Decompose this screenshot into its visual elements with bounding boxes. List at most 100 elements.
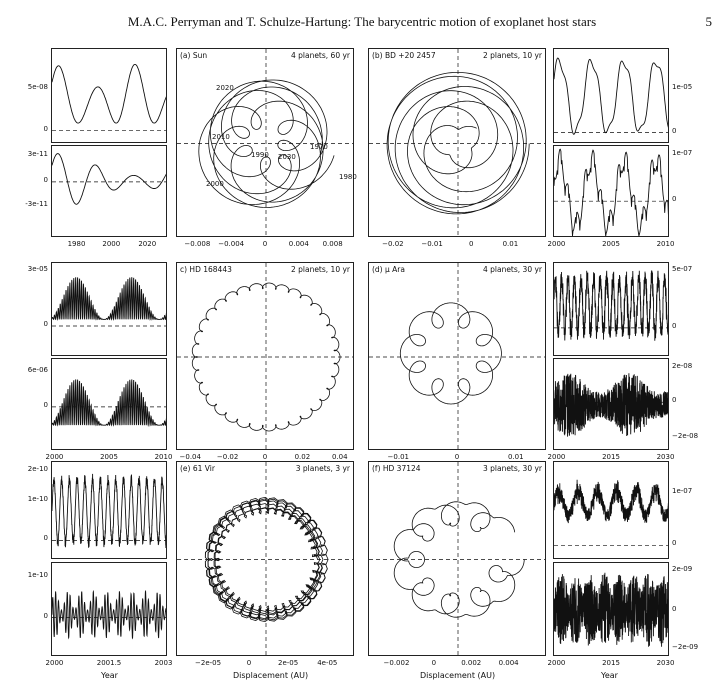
plot-a-bot [52, 153, 166, 205]
year-annotation: 1970 [310, 143, 328, 151]
y-tick-label: 2e-08 [672, 362, 693, 371]
y-tick-label: 0 [672, 321, 677, 330]
plot-a-top [52, 63, 166, 132]
series-line [554, 572, 668, 647]
series-line [554, 270, 668, 341]
plot-b-bot [554, 148, 668, 236]
y-tick-label: 0 [43, 611, 48, 620]
x-tick-label: 0 [246, 659, 252, 667]
x-tick-label: 0.008 [322, 240, 343, 248]
panel-f-bot [553, 562, 669, 656]
y-tick-label: 0 [43, 534, 48, 543]
x-tick-label: 2000 [45, 453, 64, 461]
year-annotation: 2030 [278, 153, 296, 161]
y-tick-label: 0 [43, 400, 48, 409]
panel-info: 3 planets, 3 yr [295, 464, 350, 473]
x-tick-label: 2015 [602, 659, 620, 667]
panel-c-top [51, 262, 167, 356]
x-tick-label: −0.01 [387, 453, 409, 461]
panel-label: (b) BD +20 2457 [372, 51, 436, 60]
panel-c-bot [51, 358, 167, 450]
x-tick-label: 2e-05 [278, 659, 299, 667]
x-tick-label: 2001.5 [96, 659, 122, 667]
plot-d-top [554, 270, 668, 341]
plot-e-top [52, 473, 166, 549]
x-tick-label: 0 [454, 453, 460, 461]
x-tick-label: 2020 [138, 240, 157, 248]
y-tick-label: 0 [43, 319, 48, 328]
panel-label: (f) HD 37124 [372, 464, 421, 473]
plot-b-orbit [369, 49, 545, 236]
page-number: 5 [705, 14, 713, 29]
x-tick-label: 2030 [656, 659, 675, 667]
y-tick-label: 0 [672, 396, 677, 405]
x-tick-label: −0.01 [421, 240, 443, 248]
panel-e-top [51, 461, 167, 559]
y-tick-label: 6e-06 [27, 365, 48, 374]
panel-label: c) HD 168443 [180, 265, 232, 274]
panel-b-top [553, 48, 669, 143]
year-annotation: 1990 [251, 151, 269, 159]
running-title: M.A.C. Perryman and T. Schulze-Hartung: … [127, 14, 597, 29]
panel-c-orbit [176, 262, 354, 450]
panel-info: 3 planets, 30 yr [482, 464, 542, 473]
plot-a-orbit [177, 49, 353, 236]
x-tick-label: −0.008 [184, 240, 211, 248]
x-tick-label: 2015 [602, 453, 620, 461]
series-line [399, 302, 502, 405]
page-header: M.A.C. Perryman and T. Schulze-Hartung: … [0, 14, 724, 36]
series-line [198, 79, 335, 208]
plot-b-top [554, 57, 668, 135]
y-tick-label: 2e-10 [27, 464, 48, 473]
plot-c-top [52, 277, 166, 327]
panel-d-bot [553, 358, 669, 450]
y-tick-label: 0 [672, 126, 677, 135]
y-tick-label: 5e-07 [672, 264, 693, 273]
x-tick-label: 2000 [102, 240, 121, 248]
plot-d-orbit [369, 263, 545, 449]
panel-info: 4 planets, 60 yr [290, 51, 350, 60]
series-line [52, 277, 166, 321]
panel-e-bot [51, 562, 167, 656]
plot-c-orbit [177, 263, 353, 449]
panel-info: 2 planets, 10 yr [290, 265, 350, 274]
plot-f-bot [554, 572, 668, 647]
x-tick-label: 0.002 [461, 659, 482, 667]
xlabel-year-left: Year [101, 671, 118, 680]
plot-d-bot [554, 373, 668, 437]
x-tick-label: 2003 [154, 659, 173, 667]
panel-info: 2 planets, 10 yr [482, 51, 542, 60]
plot-e-bot [52, 589, 166, 640]
series-line [554, 148, 668, 236]
x-tick-label: 1980 [67, 240, 86, 248]
y-tick-label: 0 [672, 604, 677, 613]
x-tick-label: 0 [262, 453, 268, 461]
x-tick-label: −2e-05 [195, 659, 222, 667]
x-tick-label: −0.02 [382, 240, 404, 248]
panel-d-top [553, 262, 669, 356]
panel-f-top [553, 461, 669, 559]
y-tick-label: 2e-09 [672, 564, 693, 573]
y-tick-label: 0 [43, 175, 48, 184]
x-tick-label: 0.004 [288, 240, 309, 248]
x-tick-label: 0 [262, 240, 268, 248]
x-tick-label: 2030 [656, 453, 675, 461]
x-tick-label: 2000 [547, 659, 566, 667]
panel-a-top [51, 48, 167, 143]
x-tick-label: −0.02 [216, 453, 239, 461]
x-tick-label: 0 [469, 240, 474, 248]
x-tick-label: 2010 [154, 453, 173, 461]
xlabel-displacement-e: Displacement (AU) [233, 671, 309, 680]
y-tick-label: 0 [672, 539, 677, 548]
panel-a-bot [51, 145, 167, 237]
plot-c-bot [52, 379, 166, 427]
x-tick-label: 2000 [547, 240, 566, 248]
year-annotation: 2010 [212, 133, 230, 141]
x-tick-label: 4e-05 [317, 659, 338, 667]
xlabel-displacement-f: Displacement (AU) [420, 671, 496, 680]
y-tick-label: 0 [43, 124, 48, 133]
y-tick-label: 1e-05 [672, 82, 693, 91]
x-tick-label: 0 [431, 659, 437, 667]
series-line [554, 373, 668, 437]
x-tick-label: 2010 [656, 240, 675, 248]
